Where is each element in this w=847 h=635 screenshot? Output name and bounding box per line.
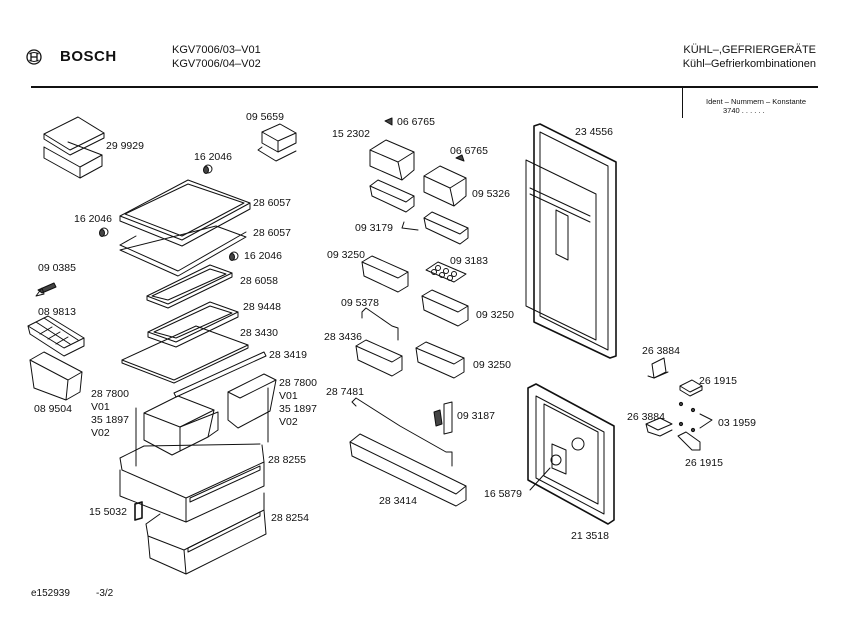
label-286057-b[interactable]: 28 6057: [253, 227, 291, 239]
label-095326[interactable]: 09 5326: [472, 188, 510, 200]
part-shelf-286057-upper[interactable]: [119, 179, 251, 247]
part-freezer-door-213518[interactable]: [527, 383, 615, 525]
label-165879[interactable]: 16 5879: [484, 488, 522, 500]
part-shelf-286058[interactable]: [146, 264, 233, 309]
label-152302[interactable]: 15 2302: [332, 128, 370, 140]
label-031959[interactable]: 03 1959: [718, 417, 756, 429]
label-261915-a[interactable]: 26 1915: [699, 375, 737, 387]
label-066765-a[interactable]: 06 6765: [397, 116, 435, 128]
header-divider: [31, 86, 818, 88]
label-299929[interactable]: 29 9929: [106, 140, 144, 152]
page-number: -3/2: [96, 588, 114, 599]
part-hinge-261915-bottom[interactable]: [677, 431, 701, 451]
label-288255[interactable]: 28 8255: [268, 454, 306, 466]
part-screw-066765[interactable]: [384, 117, 393, 126]
part-wire-095378[interactable]: [361, 307, 399, 341]
part-hinge-263884-top[interactable]: [647, 357, 669, 379]
part-clip-155032[interactable]: [134, 501, 143, 521]
label-right-drawer-v02[interactable]: V02: [279, 416, 298, 428]
label-left-drawer-v01[interactable]: V01: [91, 401, 110, 413]
label-left-drawer-v02[interactable]: V02: [91, 427, 110, 439]
label-089813[interactable]: 08 9813: [38, 306, 76, 318]
part-bin-093250-mid[interactable]: [421, 289, 469, 327]
label-283436[interactable]: 28 3436: [324, 331, 362, 343]
ident-value: 3740 . . . . . .: [723, 106, 765, 115]
model-number-1: KGV7006/03–V01: [172, 44, 261, 56]
part-cover-095326[interactable]: [423, 165, 467, 207]
part-drawer-right-287800[interactable]: [227, 373, 277, 429]
part-ice-tray-089813[interactable]: [27, 315, 85, 357]
label-287481[interactable]: 28 7481: [326, 386, 364, 398]
label-261915-b[interactable]: 26 1915: [685, 457, 723, 469]
part-glass-plate-283430[interactable]: [121, 325, 249, 384]
label-left-drawer-351897[interactable]: 35 1897: [91, 414, 129, 426]
part-bin-093250-top[interactable]: [361, 255, 409, 293]
label-283430[interactable]: 28 3430: [240, 327, 278, 339]
label-155032[interactable]: 15 5032: [89, 506, 127, 518]
part-screw-066765-b[interactable]: [455, 154, 465, 162]
part-clip-162046[interactable]: [99, 164, 239, 261]
label-283419[interactable]: 28 3419: [269, 349, 307, 361]
part-bottle-shelf-283414[interactable]: [349, 433, 467, 507]
label-263884-a[interactable]: 26 3884: [642, 345, 680, 357]
part-crisper-288254[interactable]: [145, 492, 267, 575]
part-hinge-263884-bottom[interactable]: [645, 417, 673, 437]
part-hinge-261915-top[interactable]: [679, 379, 703, 397]
label-089504[interactable]: 08 9504: [34, 403, 72, 415]
category-title: KÜHL–,GEFRIERGERÄTE: [683, 44, 816, 56]
subcategory-title: Kühl–Gefrierkombinationen: [682, 58, 816, 70]
label-093250-c[interactable]: 09 3250: [473, 359, 511, 371]
label-093179[interactable]: 09 3179: [355, 222, 393, 234]
label-093183[interactable]: 09 3183: [450, 255, 488, 267]
model-number-2: KGV7006/04–V02: [172, 58, 261, 70]
part-drawer-left-287800[interactable]: [143, 395, 219, 456]
part-clip-093187[interactable]: [433, 401, 453, 435]
label-095659[interactable]: 09 5659: [246, 111, 284, 123]
part-crisper-288255[interactable]: [119, 443, 265, 523]
label-093187[interactable]: 09 3187: [457, 410, 495, 422]
label-289448[interactable]: 28 9448: [243, 301, 281, 313]
label-right-drawer-v01[interactable]: V01: [279, 390, 298, 402]
ident-label: Ident – Nummern – Konstante: [706, 97, 807, 106]
part-container-089504[interactable]: [29, 351, 83, 401]
part-scraper-090385[interactable]: [35, 282, 57, 297]
label-213518[interactable]: 21 3518: [571, 530, 609, 542]
label-095378[interactable]: 09 5378: [341, 297, 379, 309]
label-right-drawer-351897[interactable]: 35 1897: [279, 403, 317, 415]
label-090385[interactable]: 09 0385: [38, 262, 76, 274]
label-right-drawer-287800[interactable]: 28 7800: [279, 377, 317, 389]
part-frame-289448[interactable]: [147, 301, 239, 348]
part-cover-152302[interactable]: [369, 139, 415, 181]
label-093250-b[interactable]: 09 3250: [476, 309, 514, 321]
part-ice-box-299929[interactable]: [43, 116, 105, 179]
part-bin-093179[interactable]: [369, 179, 469, 245]
label-162046-a[interactable]: 16 2046: [194, 151, 232, 163]
label-286058[interactable]: 28 6058: [240, 275, 278, 287]
ident-box-divider: [682, 88, 683, 118]
part-bin-093250-low[interactable]: [415, 341, 465, 379]
label-283414[interactable]: 28 3414: [379, 495, 417, 507]
drawing-id: e152939: [31, 588, 70, 599]
part-door-234556[interactable]: [525, 123, 617, 359]
label-288254[interactable]: 28 8254: [271, 512, 309, 524]
part-shelf-286057-lower[interactable]: [119, 225, 247, 277]
label-066765-b[interactable]: 06 6765: [450, 145, 488, 157]
part-screws-031959[interactable]: [678, 401, 713, 433]
part-egg-tray-093183[interactable]: [425, 261, 467, 283]
part-095659[interactable]: [257, 123, 297, 162]
label-234556[interactable]: 23 4556: [575, 126, 613, 138]
label-093250-a[interactable]: 09 3250: [327, 249, 365, 261]
part-bin-283436[interactable]: [355, 339, 403, 377]
label-162046-b[interactable]: 16 2046: [74, 213, 112, 225]
brand-name: BOSCH: [60, 48, 117, 65]
label-left-drawer-287800[interactable]: 28 7800: [91, 388, 129, 400]
bosch-armature-logo-icon: [26, 49, 42, 65]
label-286057-a[interactable]: 28 6057: [253, 197, 291, 209]
label-263884-b[interactable]: 26 3884: [627, 411, 665, 423]
part-wire-287481[interactable]: [351, 397, 453, 467]
part-strip-283419[interactable]: [173, 351, 267, 398]
label-162046-c[interactable]: 16 2046: [244, 250, 282, 262]
